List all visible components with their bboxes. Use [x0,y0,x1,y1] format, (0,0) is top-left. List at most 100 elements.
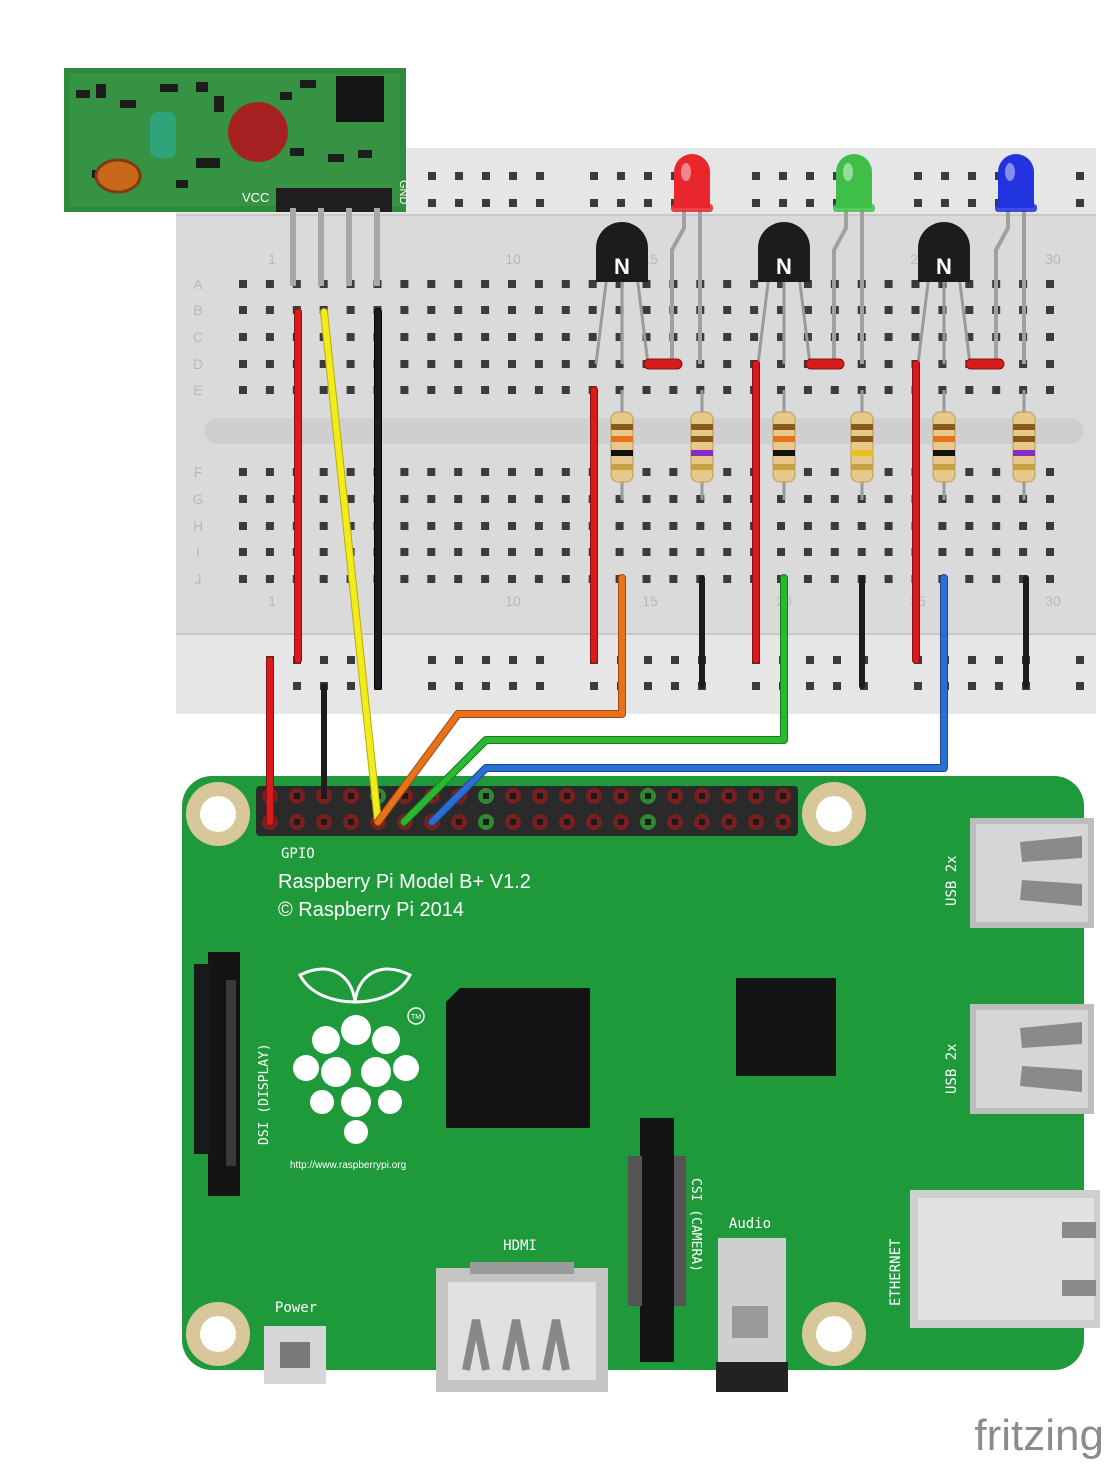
breadboard-hole [561,495,570,503]
rail-hole [968,656,976,664]
breadboard-hole [588,280,597,288]
breadboard-hole [561,360,570,368]
trademark-text: TM [411,1014,421,1021]
usb-port-2 [970,1004,1094,1114]
rail-hole [1076,682,1084,690]
rail-hole [536,656,544,664]
rail-hole [914,682,922,690]
breadboard-hole [830,522,839,530]
rail-hole [455,682,463,690]
breadboard-hole [481,495,490,503]
rail-hole [428,656,436,664]
gnd-label: GND [397,180,409,205]
breadboard-hole [696,495,705,503]
breadboard-hole [884,360,893,368]
leds [670,154,1037,364]
vcc-label: VCC [242,190,269,205]
breadboard-hole [239,333,247,341]
wire-green-green-led [401,575,787,825]
col-number: 10 [505,593,521,609]
breadboard-hole [669,548,678,556]
rail-hole [617,199,625,207]
breadboard-hole [346,360,355,368]
breadboard-hole [857,522,866,530]
breadboard-hole [239,468,247,476]
breadboard-hole [265,495,274,503]
rail-hole [914,172,922,180]
receiver-pins [290,208,380,286]
fritzing-watermark: fritzing [974,1411,1104,1460]
rail-hole [347,682,355,690]
rail-hole [671,682,679,690]
csi-connector [628,1118,686,1362]
rail-hole [482,172,490,180]
usb-lan-chip [736,978,836,1076]
breadboard-hole [723,333,732,341]
breadboard-hole [992,548,1001,556]
breadboard-hole [454,333,463,341]
breadboard-hole [265,280,274,288]
breadboard-hole [965,575,974,583]
breadboard-hole [777,548,785,556]
breadboard-hole [965,306,974,314]
breadboard-hole [1046,468,1054,476]
col-number: 1 [268,251,276,267]
breadboard-hole [723,360,732,368]
receiver-inductor [150,112,176,158]
breadboard-hole [588,306,597,314]
breadboard-hole [642,468,651,476]
breadboard-hole [561,306,570,314]
breadboard-hole [454,306,463,314]
rail-hole [914,199,922,207]
breadboard-hole [803,306,812,314]
breadboard-hole [1046,306,1054,314]
breadboard-hole [481,522,490,530]
breadboard-hole [965,495,974,503]
row-label: C [193,329,203,345]
breadboard-hole [777,522,785,530]
breadboard-hole [400,522,409,530]
breadboard-hole [239,386,247,394]
usb-port-1 [970,818,1094,928]
breadboard-hole [346,306,355,314]
breadboard-hole [454,548,463,556]
breadboard-hole [992,386,1001,394]
rail-hole [941,172,949,180]
breadboard-hole [534,575,543,583]
breadboard-hole [319,575,328,583]
rail-hole [482,656,490,664]
breadboard-hole [508,386,516,394]
breadboard-hole [561,522,570,530]
breadboard-hole [1046,575,1054,583]
rail-hole [536,199,544,207]
breadboard-hole [508,360,516,368]
breadboard-hole [723,306,732,314]
breadboard-hole [508,468,516,476]
breadboard-hole [481,468,490,476]
breadboard-hole [857,548,866,556]
breadboard-hole [965,468,974,476]
breadboard-hole [481,306,490,314]
audio-jack [716,1238,788,1392]
npn-transistor: N [916,222,972,365]
breadboard-hole [696,386,705,394]
npn-transistor: N [756,222,812,365]
breadboard-hole [534,333,543,341]
rail-hole [995,682,1003,690]
breadboard-hole [346,333,355,341]
rail-hole [644,172,652,180]
rail-hole [644,682,652,690]
breadboard-hole [965,522,974,530]
breadboard-hole [884,522,893,530]
breadboard-hole [1046,495,1054,503]
rail-hole [293,682,301,690]
breadboard-hole [1046,280,1054,288]
col-number: 15 [642,593,658,609]
rail-hole [536,172,544,180]
breadboard-hole [615,386,624,394]
breadboard-hole [319,386,328,394]
breadboard-hole [830,386,839,394]
breadboard-hole [508,306,516,314]
breadboard-hole [346,468,355,476]
